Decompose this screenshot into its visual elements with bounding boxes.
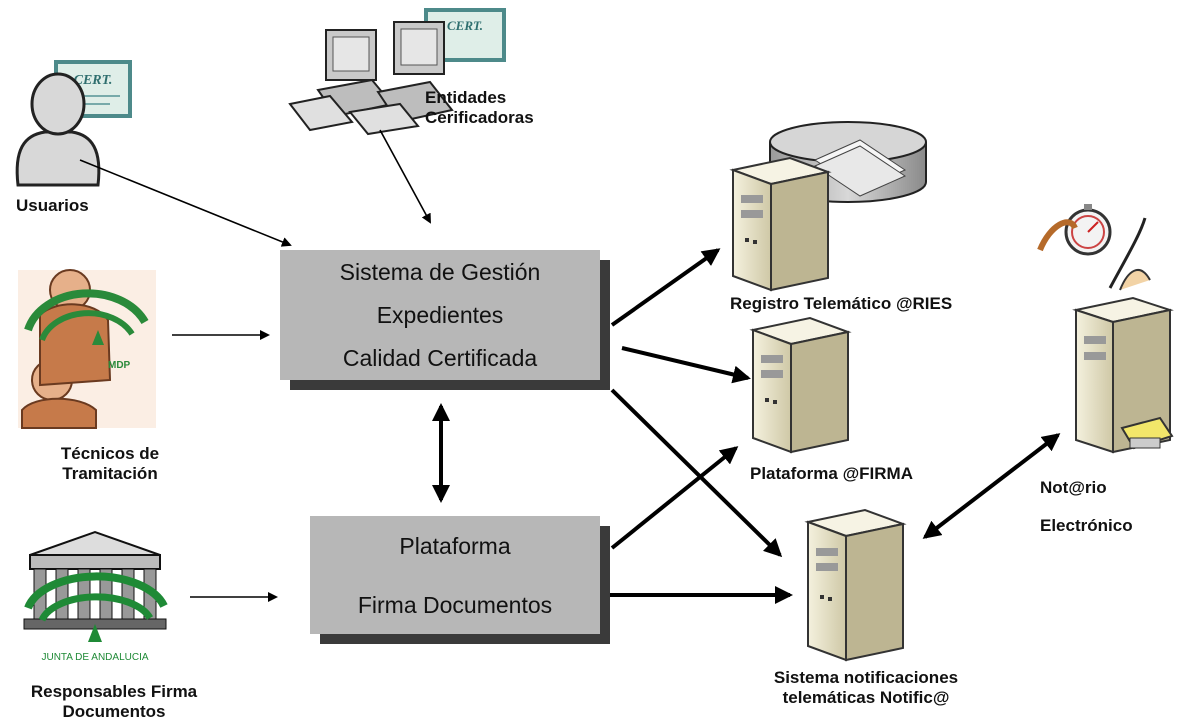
arrow-sge-registro	[610, 248, 721, 327]
computers-icon: CERT.	[288, 8, 506, 136]
usuarios-label: Usuarios	[16, 196, 89, 215]
registro-label: Registro Telemático @RIES	[730, 294, 953, 313]
svg-text:JUNTA DE ANDALUCIA: JUNTA DE ANDALUCIA	[41, 652, 148, 663]
stopwatch-pen-icon	[1037, 204, 1151, 291]
arrow-sge-notificaciones	[610, 388, 783, 558]
plataforma-firma-label: Plataforma @FIRMA	[750, 464, 913, 483]
notario-label-1: Not@rio	[1040, 478, 1107, 497]
user-icon	[15, 72, 101, 187]
svg-text:CERT.: CERT.	[74, 73, 113, 88]
sge-line-1: Sistema de Gestión	[339, 258, 541, 285]
server-notificaciones-icon	[804, 508, 907, 662]
server-notario-icon	[1072, 296, 1174, 454]
junta-building-icon: JUNTA DE ANDALUCIA	[23, 530, 168, 663]
server-firma-icon	[749, 316, 852, 454]
arrow-sge-plataforma-firma	[621, 346, 751, 384]
plataforma-firma-line-2: Firma Documentos	[357, 591, 553, 618]
technicians-icon: MDP	[18, 269, 156, 429]
notario-label-2: Electrónico	[1040, 516, 1133, 535]
svg-text:MDP: MDP	[108, 360, 131, 371]
plataforma-firma-box: Plataforma Firma Documentos	[310, 516, 600, 634]
arrow-entidades-sge	[379, 129, 431, 224]
sge-box: Sistema de Gestión Expedientes Calidad C…	[280, 250, 600, 380]
notificaciones-label: Sistema notificaciones telemáticas Notif…	[773, 668, 959, 707]
svg-text:CERT.: CERT.	[447, 18, 483, 33]
arrow-firma-plataforma-firma	[610, 446, 739, 550]
arrow-notificaciones-notario	[922, 433, 1061, 539]
sge-line-2: Expedientes	[376, 301, 504, 328]
arrow-usuarios-sge	[79, 159, 292, 247]
responsables-label: Responsables Firma Documentos	[30, 682, 198, 721]
tecnicos-label: Técnicos de Tramitación	[60, 444, 160, 483]
sge-line-3: Calidad Certificada	[342, 345, 538, 372]
server-registro-icon	[729, 156, 832, 292]
entidades-label: Entidades Cerificadoras	[425, 88, 534, 127]
plataforma-firma-line-1: Plataforma	[399, 532, 511, 559]
